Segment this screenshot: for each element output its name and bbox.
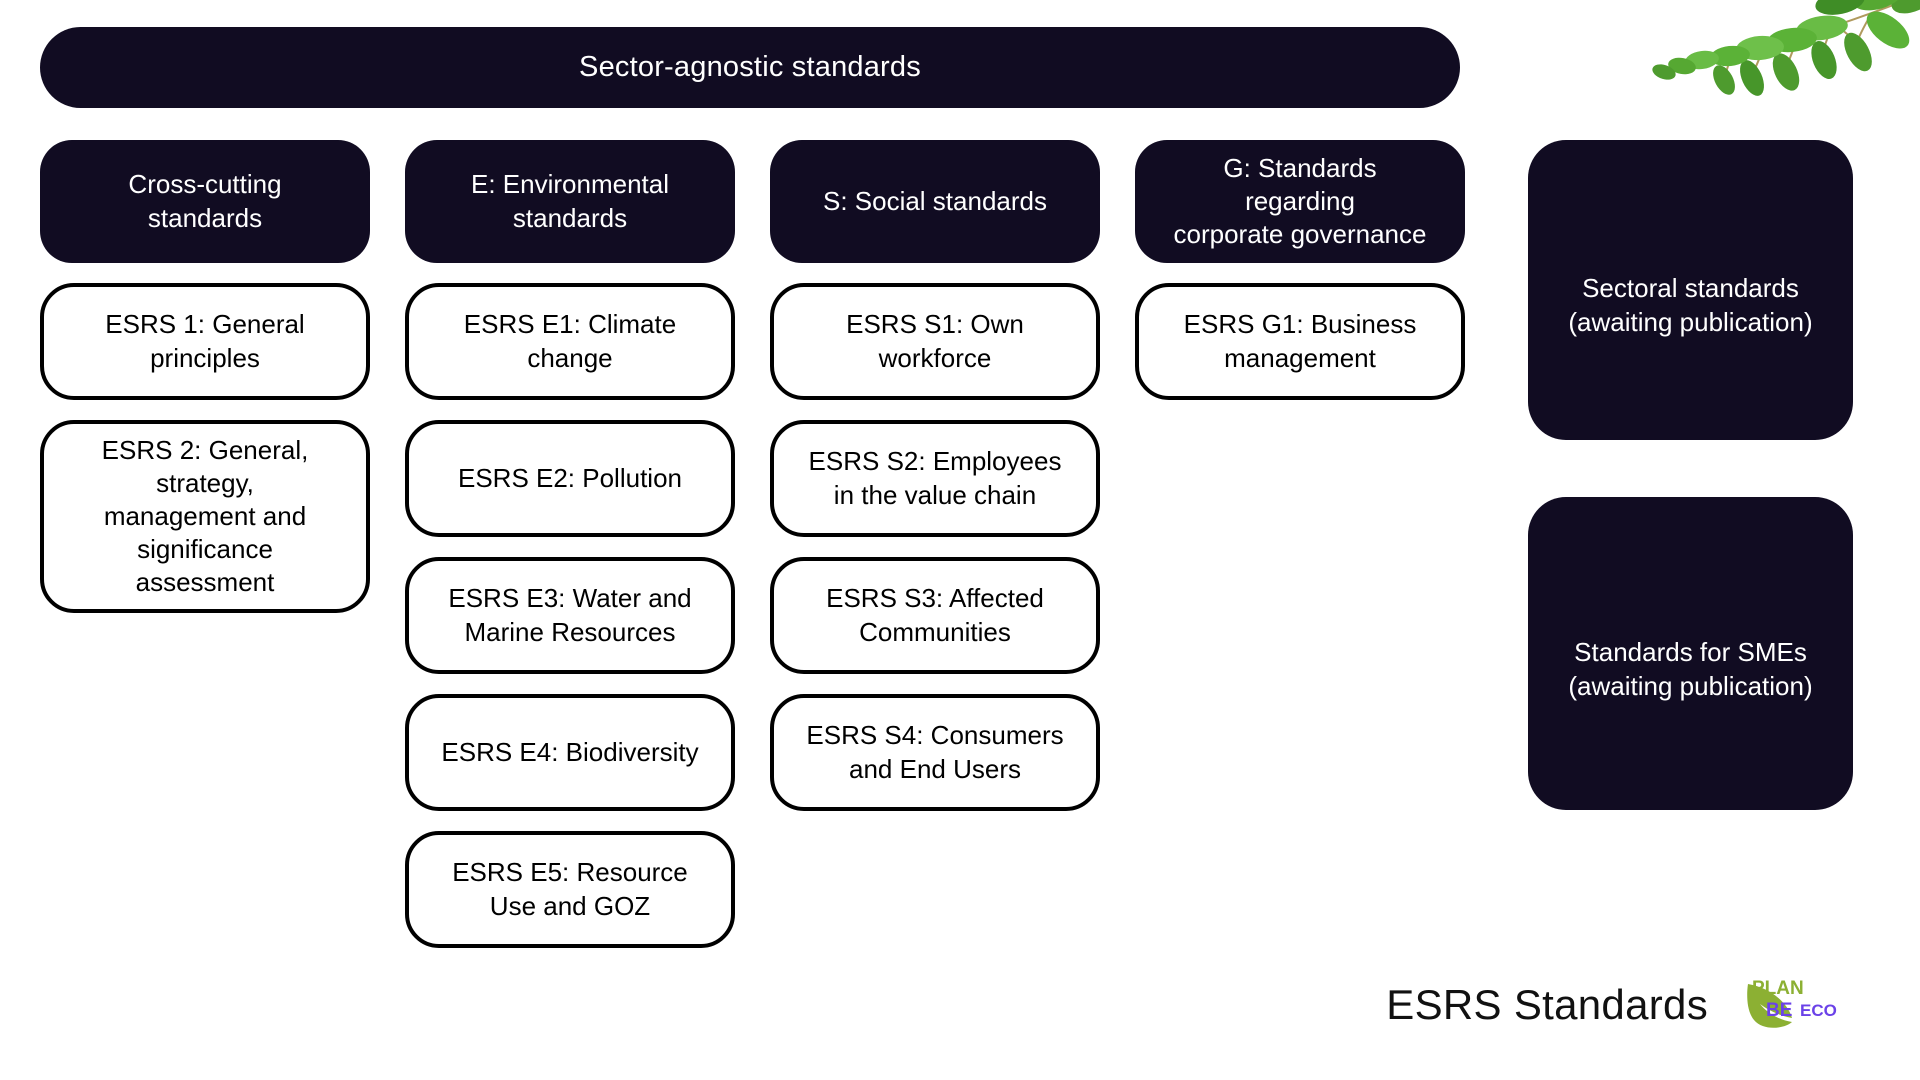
standard-node-label: ESRS S4: Consumers and End Users [806,720,1064,784]
page-title: ESRS Standards [1386,981,1708,1028]
sectoral-standards-block[interactable]: Sectoral standards (awaiting publication… [1528,140,1853,440]
standard-node[interactable]: ESRS E5: Resource Use and GOZ [405,831,735,948]
standard-node[interactable]: ESRS 2: General, strategy, management an… [40,420,370,614]
column-environmental: E: Environmental standards ESRS E1: Clim… [405,140,735,948]
standard-node-label: ESRS E3: Water and Marine Resources [448,583,692,647]
standard-node[interactable]: ESRS S4: Consumers and End Users [770,694,1100,811]
column-header-cross-cutting[interactable]: Cross-cutting standards [40,140,370,263]
standard-node[interactable]: ESRS G1: Business management [1135,283,1465,400]
standard-node[interactable]: ESRS 1: General principles [40,283,370,400]
standard-node-label: ESRS E1: Climate change [463,309,677,373]
sectoral-standards-label: Sectoral standards (awaiting publication… [1568,273,1813,337]
column-header-label: G: Standards regarding corporate governa… [1173,152,1427,249]
standard-node-label: ESRS E5: Resource Use and GOZ [452,857,688,921]
column-governance: G: Standards regarding corporate governa… [1135,140,1465,400]
column-header-social[interactable]: S: Social standards [770,140,1100,263]
standard-node[interactable]: ESRS E2: Pollution [405,420,735,537]
sme-standards-block[interactable]: Standards for SMEs (awaiting publication… [1528,497,1853,810]
plan-be-eco-logo: PLAN BE ECO [1742,974,1868,1036]
column-cross-cutting: Cross-cutting standards ESRS 1: General … [40,140,370,614]
column-header-environmental[interactable]: E: Environmental standards [405,140,735,263]
standard-node-label: ESRS S2: Employees in the value chain [808,446,1062,510]
column-social: S: Social standards ESRS S1: Own workfor… [770,140,1100,811]
banner-label: Sector-agnostic standards [579,51,921,84]
svg-text:PLAN: PLAN [1752,978,1804,999]
column-header-label: E: Environmental standards [471,169,669,233]
standard-node-label: ESRS 1: General principles [105,309,305,373]
column-header-label: S: Social standards [822,185,1047,216]
standards-columns: Cross-cutting standards ESRS 1: General … [0,140,1500,1070]
column-header-label: Cross-cutting standards [128,169,282,233]
standard-node[interactable]: ESRS S1: Own workforce [770,283,1100,400]
standard-node-label: ESRS E2: Pollution [457,462,682,493]
column-header-governance[interactable]: G: Standards regarding corporate governa… [1135,140,1465,263]
standard-node[interactable]: ESRS E3: Water and Marine Resources [405,557,735,674]
standard-node-label: ESRS S1: Own workforce [846,309,1024,373]
standard-node[interactable]: ESRS S2: Employees in the value chain [770,420,1100,537]
svg-text:ECO: ECO [1800,1001,1837,1020]
sector-agnostic-banner: Sector-agnostic standards [40,27,1460,108]
standard-node-label: ESRS 2: General, strategy, management an… [101,435,309,598]
sme-standards-label: Standards for SMEs (awaiting publication… [1568,636,1813,701]
standard-node[interactable]: ESRS E4: Biodiversity [405,694,735,811]
standard-node[interactable]: ESRS E1: Climate change [405,283,735,400]
standard-node-label: ESRS G1: Business management [1183,309,1417,373]
standard-node[interactable]: ESRS S3: Affected Communities [770,557,1100,674]
standard-node-label: ESRS S3: Affected Communities [826,583,1044,647]
svg-text:BE: BE [1766,1000,1792,1021]
footer: ESRS Standards PLAN BE ECO [1386,974,1868,1036]
leaf-branch-icon [1626,0,1920,126]
standard-node-label: ESRS E4: Biodiversity [441,736,699,767]
